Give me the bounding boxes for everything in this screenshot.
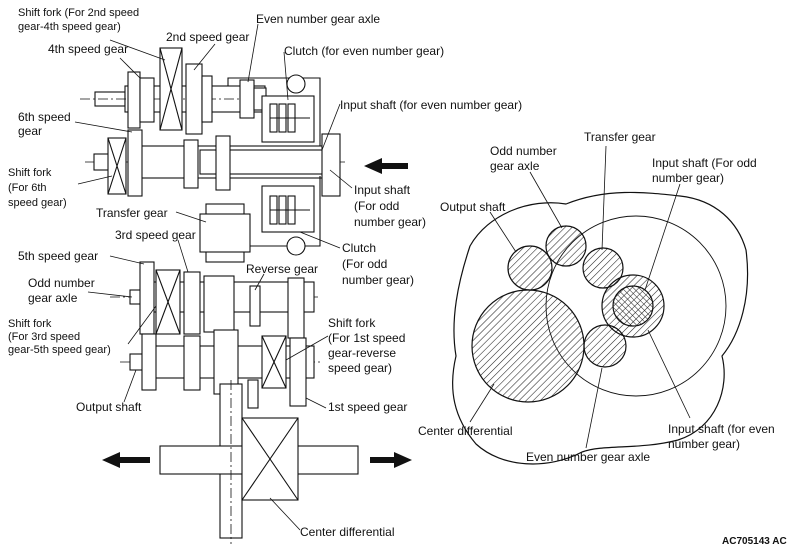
label-center-differential-bottom: Center differential — [300, 525, 395, 539]
output-shaft-assembly — [120, 329, 320, 409]
arrow-left-output — [102, 452, 150, 468]
label-6th-speed-gear: 6th speed gear — [18, 110, 71, 138]
even-axle-gear — [583, 324, 627, 368]
transfer-gear-circle — [582, 247, 624, 289]
input-shafts — [85, 129, 345, 197]
label-4th-speed-gear: 4th speed gear — [48, 42, 129, 56]
clutch-even — [227, 74, 321, 150]
center-differential-circle — [471, 289, 585, 403]
label-r-transfer-gear: Transfer gear — [584, 130, 656, 144]
leader-lines-left — [74, 23, 353, 531]
label-transfer-gear: Transfer gear — [96, 206, 168, 220]
label-clutch-odd: Clutch (For odd number gear) — [342, 241, 415, 287]
clutch-odd — [227, 176, 321, 256]
end-view — [452, 145, 749, 465]
label-5th-speed-gear: 5th speed gear — [18, 249, 99, 263]
figure-code: AC705143 AC — [722, 536, 787, 547]
label-r-input-shaft-even: Input shaft (for even number gear) — [668, 422, 775, 451]
label-r-output-shaft: Output shaft — [440, 200, 506, 214]
arrow-input — [364, 158, 408, 174]
label-shift-fork-1-r: Shift fork (For 1st speed gear-reverse s… — [328, 316, 406, 375]
label-odd-number-gear-axle: Odd number gear axle — [28, 276, 95, 305]
label-3rd-speed-gear: 3rd speed gear — [115, 228, 196, 242]
label-input-shaft-odd: Input shaft (For odd number gear) — [354, 183, 427, 229]
center-differential-assembly — [159, 380, 359, 544]
input-shaft-odd-circle — [612, 285, 654, 327]
label-shift-fork-3-5: Shift fork (For 3rd speed gear-5th speed… — [8, 318, 111, 356]
even-axle-assembly — [80, 47, 300, 135]
label-shift-fork-6: Shift fork (For 6th speed gear) — [8, 167, 67, 209]
case-outline — [452, 191, 749, 465]
label-output-shaft-left: Output shaft — [76, 400, 142, 414]
label-input-shaft-even: Input shaft (for even number gear) — [340, 98, 523, 112]
label-shift-fork-2-4: Shift fork (For 2nd speed gear-4th speed… — [18, 7, 140, 33]
label-1st-speed-gear: 1st speed gear — [328, 400, 408, 414]
odd-axle-gear — [545, 225, 587, 267]
label-even-number-gear-axle: Even number gear axle — [256, 12, 381, 26]
label-r-input-shaft-odd: Input shaft (For odd number gear) — [652, 156, 757, 185]
label-r-odd-number-gear-axle: Odd number gear axle — [490, 144, 557, 173]
label-r-even-number-gear-axle: Even number gear axle — [526, 450, 651, 464]
label-2nd-speed-gear: 2nd speed gear — [166, 30, 250, 44]
arrow-right-output — [370, 452, 412, 468]
label-r-center-differential: Center differential — [418, 424, 513, 438]
label-reverse-gear: Reverse gear — [246, 262, 319, 276]
cross-section-view — [74, 23, 359, 544]
leader-lines-right — [469, 145, 691, 449]
label-clutch-even: Clutch (for even number gear) — [284, 44, 445, 58]
output-shaft-gear — [507, 245, 553, 291]
transfer-gear — [199, 203, 251, 263]
